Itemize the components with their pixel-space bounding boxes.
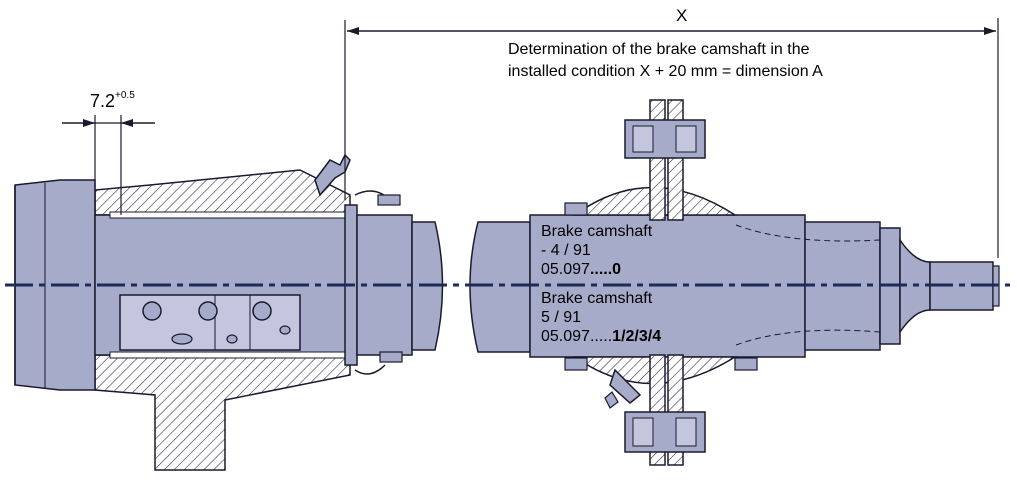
dimension-gap	[62, 115, 155, 215]
camshaft-new-part: 05.097.....1/2/3/4	[541, 327, 661, 346]
dimension-x-note: Determination of the brake camshaft in t…	[508, 39, 823, 83]
camshaft-new-title: Brake camshaft	[541, 290, 653, 307]
camshaft-new-part-prefix: 05.097.....	[541, 328, 613, 345]
camshaft-new-label: Brake camshaft 5 / 91 05.097.....1/2/3/4	[541, 289, 661, 346]
dimension-note-line1: Determination of the brake camshaft in t…	[508, 41, 810, 58]
hub-assembly	[14, 153, 444, 471]
camshaft-old-part-prefix: 05.097	[541, 261, 590, 278]
dimension-gap-label: 7.2+0.5	[90, 90, 135, 112]
camshaft-right	[469, 99, 1000, 466]
camshaft-new-date: 5 / 91	[541, 309, 582, 326]
gap-value: 7.2	[90, 91, 116, 111]
camshaft-old-label: Brake camshaft - 4 / 91 05.097.....0	[541, 222, 652, 279]
camshaft-old-part-suffix: .....0	[589, 261, 622, 278]
camshaft-old-title: Brake camshaft	[541, 223, 653, 240]
dimension-x	[344, 18, 999, 258]
dimension-note-line2: installed condition X + 20 mm = dimensio…	[508, 63, 823, 80]
camshaft-new-part-suffix: 1/2/3/4	[612, 328, 662, 345]
camshaft-old-part: 05.097.....0	[541, 260, 652, 279]
camshaft-old-date: - 4 / 91	[541, 242, 591, 259]
gap-tolerance: +0.5	[115, 90, 135, 101]
dimension-x-label: X	[676, 6, 688, 25]
